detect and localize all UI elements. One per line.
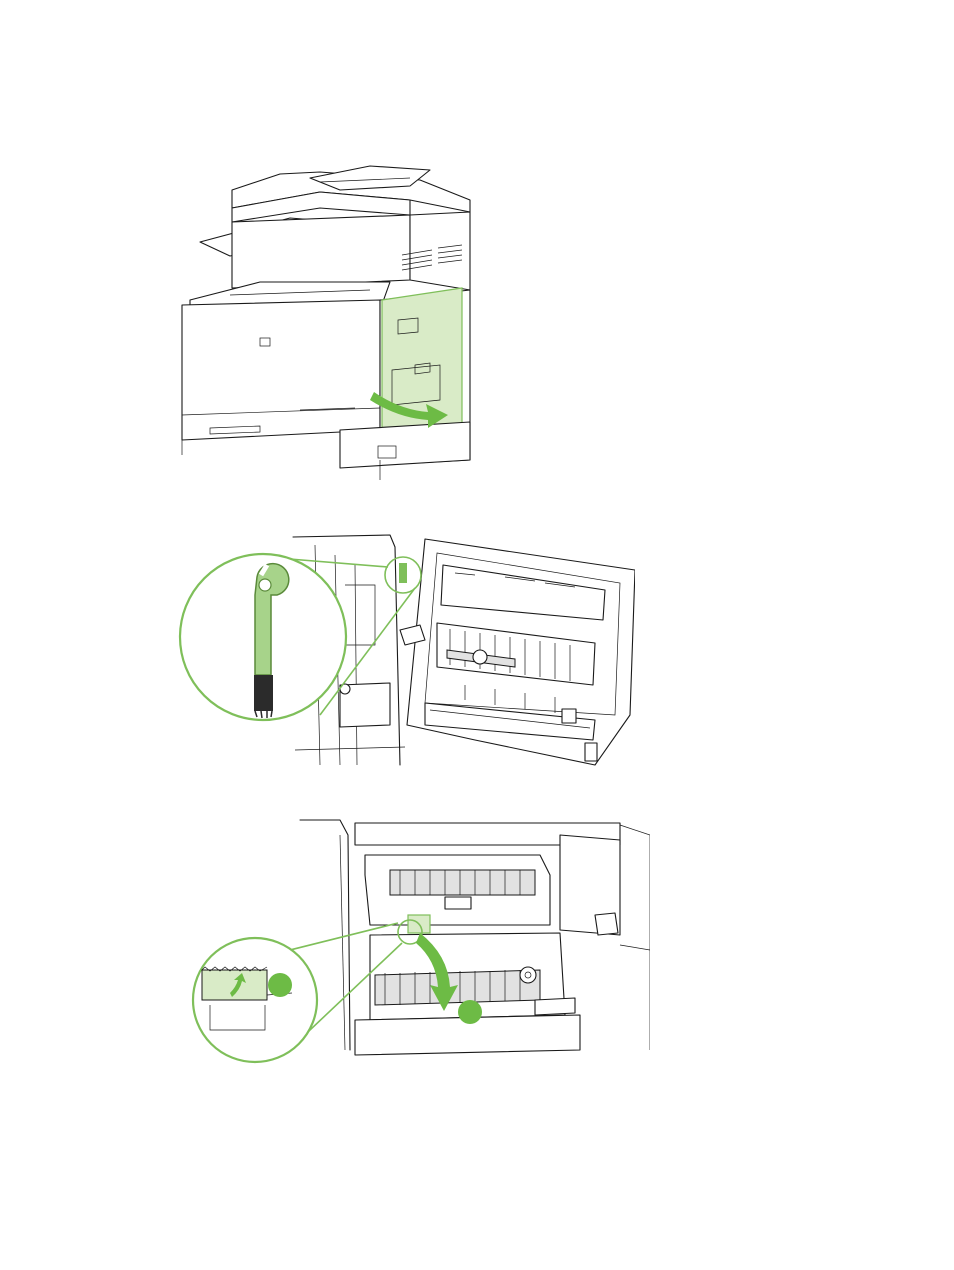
printer-right-door-figure	[170, 160, 490, 485]
step-marker-2	[458, 1000, 482, 1024]
transfer-roller-tool-figure	[175, 525, 635, 770]
duplex-lever-figure	[180, 815, 650, 1070]
open-door-interior	[400, 539, 635, 765]
step-marker-1	[268, 973, 292, 997]
